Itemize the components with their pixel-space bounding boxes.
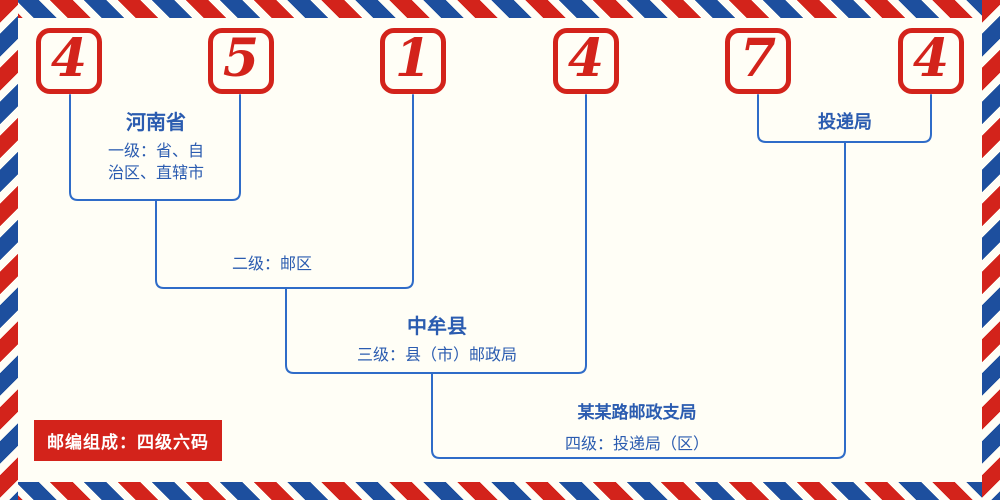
digit-4: 4	[567, 28, 605, 89]
digit-3: 1	[394, 28, 432, 89]
level1-desc-line1: 一级：省、自	[107, 143, 205, 160]
digit-box-4: 4	[553, 28, 619, 94]
digit-box-2: 5	[208, 28, 274, 94]
digit-5: 7	[739, 28, 777, 89]
airmail-border-top	[0, 0, 1000, 18]
delivery-office-annotation: 投递局	[818, 108, 872, 134]
digit-box-6: 4	[898, 28, 964, 94]
level1-province-name: 河南省	[125, 112, 186, 134]
airmail-border-right	[982, 0, 1000, 500]
level3-annotation: 中牟县 三级：县（市）邮政局	[357, 310, 517, 367]
level4-branch-name: 某某路邮政支局	[577, 403, 697, 422]
digit-box-5: 7	[725, 28, 791, 94]
level1-desc-line2: 治区、直辖市	[107, 165, 205, 183]
level3-desc: 三级：县（市）邮政局	[356, 347, 518, 364]
composition-badge-text: 邮编组成：四级六码	[47, 433, 209, 452]
level2-annotation: 二级：邮区	[232, 254, 312, 276]
level4-annotation: 某某路邮政支局 四级：投递局（区）	[565, 398, 709, 456]
digit-2: 5	[222, 28, 260, 89]
level2-desc: 二级：邮区	[231, 256, 313, 273]
delivery-office-label: 投递局	[818, 112, 872, 132]
digit-box-1: 4	[36, 28, 102, 94]
digit-box-3: 1	[380, 28, 446, 94]
level4-desc: 四级：投递局（区）	[564, 436, 710, 453]
composition-badge: 邮编组成：四级六码	[34, 420, 222, 461]
airmail-border-left	[0, 0, 18, 500]
digit-6: 4	[912, 28, 950, 89]
airmail-border-bottom	[0, 482, 1000, 500]
digit-1: 4	[50, 28, 88, 89]
level3-county-name: 中牟县	[406, 316, 467, 338]
level1-annotation: 河南省 一级：省、自 治区、直辖市	[108, 106, 204, 186]
